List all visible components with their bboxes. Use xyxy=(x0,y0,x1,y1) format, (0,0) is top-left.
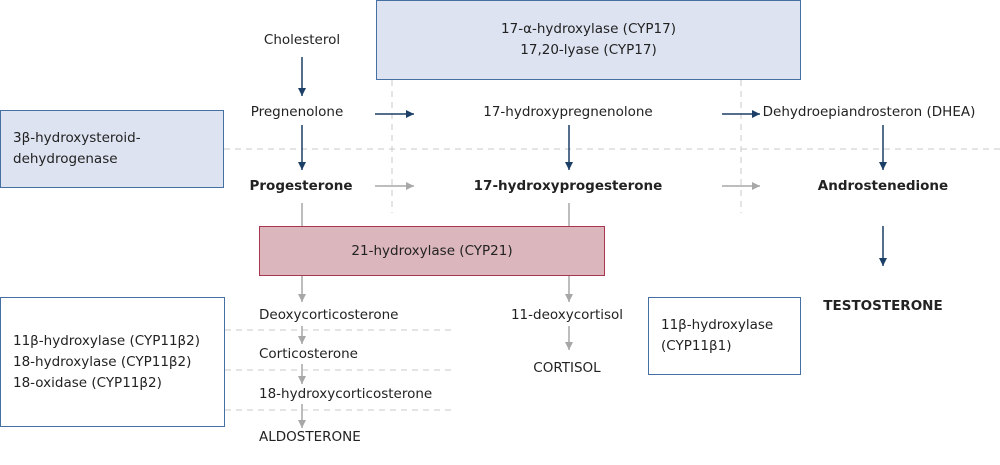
compound-aldosterone: ALDOSTERONE xyxy=(259,429,361,445)
enzyme-box-cyp11b2: 11β-hydroxylase (CYP11β2) 18-hydroxylase… xyxy=(0,297,225,427)
enzyme-cyp11b2-line-1: 11β-hydroxylase (CYP11β2) xyxy=(13,332,201,349)
enzyme-box-cyp11b1: 11β-hydroxylase (CYP11β1) xyxy=(648,297,801,375)
compound-hydroxyprogesterone: 17-hydroxyprogesterone xyxy=(473,178,663,194)
compound-pregnenolone: Pregnenolone xyxy=(250,104,344,120)
enzyme-cyp11b1-line-2: (CYP11β1) xyxy=(661,338,732,354)
compound-deoxycortisol: 11-deoxycortisol xyxy=(510,307,624,323)
compound-corticosterone: Corticosterone xyxy=(259,346,358,362)
enzyme-box-cyp21: 21-hydroxylase (CYP21) xyxy=(259,226,605,276)
compound-testosterone: TESTOSTERONE xyxy=(823,298,943,314)
compound-dhea: Dehydroepiandrosteron (DHEA) xyxy=(762,104,976,120)
enzyme-cyp11b1-line-1: 11β-hydroxylase xyxy=(661,317,774,333)
enzyme-hsd3b-line-2: dehydrogenase xyxy=(13,151,118,167)
dashed-guides xyxy=(224,80,1000,411)
enzyme-cyp21-label: 21-hydroxylase (CYP21) xyxy=(351,242,513,259)
enzyme-hsd3b-line-1: 3β-hydroxysteroid- xyxy=(13,130,141,146)
compound-cortisol: CORTISOL xyxy=(533,360,601,376)
enzyme-box-hsd3b: 3β-hydroxysteroid- dehydrogenase xyxy=(0,110,224,188)
enzyme-cyp17-line-2: 17,20-lyase (CYP17) xyxy=(520,42,657,58)
enzyme-cyp11b2-line-3: 18-oxidase (CYP11β2) xyxy=(13,374,162,391)
compound-progesterone: Progesterone xyxy=(249,178,353,194)
compound-hydroxypregnenolone: 17-hydroxypregnenolone xyxy=(483,104,653,120)
enzyme-cyp11b2-line-2: 18-hydroxylase (CYP11β2) xyxy=(13,353,192,370)
enzyme-cyp17-line-1: 17-α-hydroxylase (CYP17) xyxy=(501,21,676,37)
compound-cholesterol: Cholesterol xyxy=(263,32,341,48)
enzyme-box-cyp17: 17-α-hydroxylase (CYP17) 17,20-lyase (CY… xyxy=(376,0,801,80)
compound-hydroxycorticosterone: 18-hydroxycorticosterone xyxy=(259,386,433,402)
compound-androstenedione: Androstenedione xyxy=(817,178,949,194)
compound-deoxycorticosterone: Deoxycorticosterone xyxy=(259,307,399,323)
